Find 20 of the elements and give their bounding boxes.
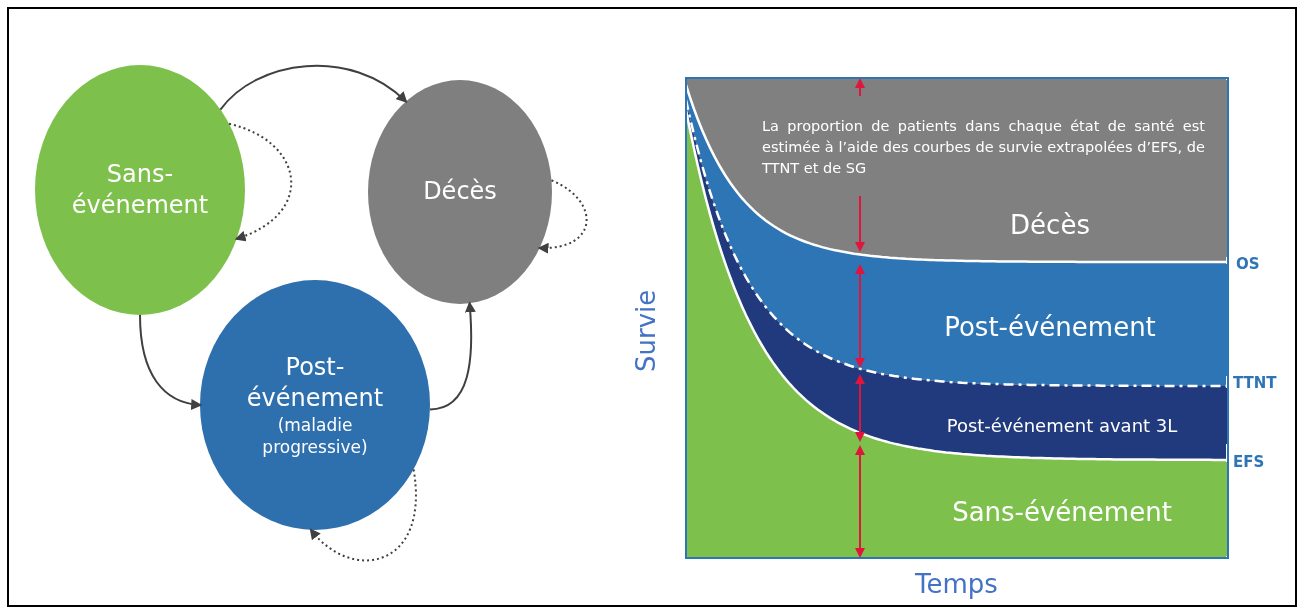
transition-arrow [228,122,292,241]
state-label: Décès [423,176,497,208]
band-label: Post-événement [944,312,1156,342]
band-label: Décès [1010,210,1090,240]
axis-title: Temps [915,568,998,601]
axis-title: Survie [630,289,663,372]
curve-label: TTNT [1233,373,1277,394]
curve-label: OS [1236,254,1260,275]
state-note: (maladie progressive) [261,414,369,459]
transition-arrow [219,64,408,111]
band-label: Post-événement avant 3L [946,414,1178,436]
transition-arrow [428,301,476,411]
band-label: Sans-événement [952,497,1172,527]
state-label: Sans-événement [70,158,210,221]
transition-arrow [139,314,203,410]
transition-arrow [309,468,417,562]
transition-arrow [537,179,588,254]
curve-label: EFS [1233,452,1265,473]
state-label: Post-événement [245,351,385,414]
annotation-text: La proportion de patients dans chaque état de santé est estimée à l’aide des courbes de survie extrapolées d’EFS, de TTNT et de SG [762,117,1205,179]
